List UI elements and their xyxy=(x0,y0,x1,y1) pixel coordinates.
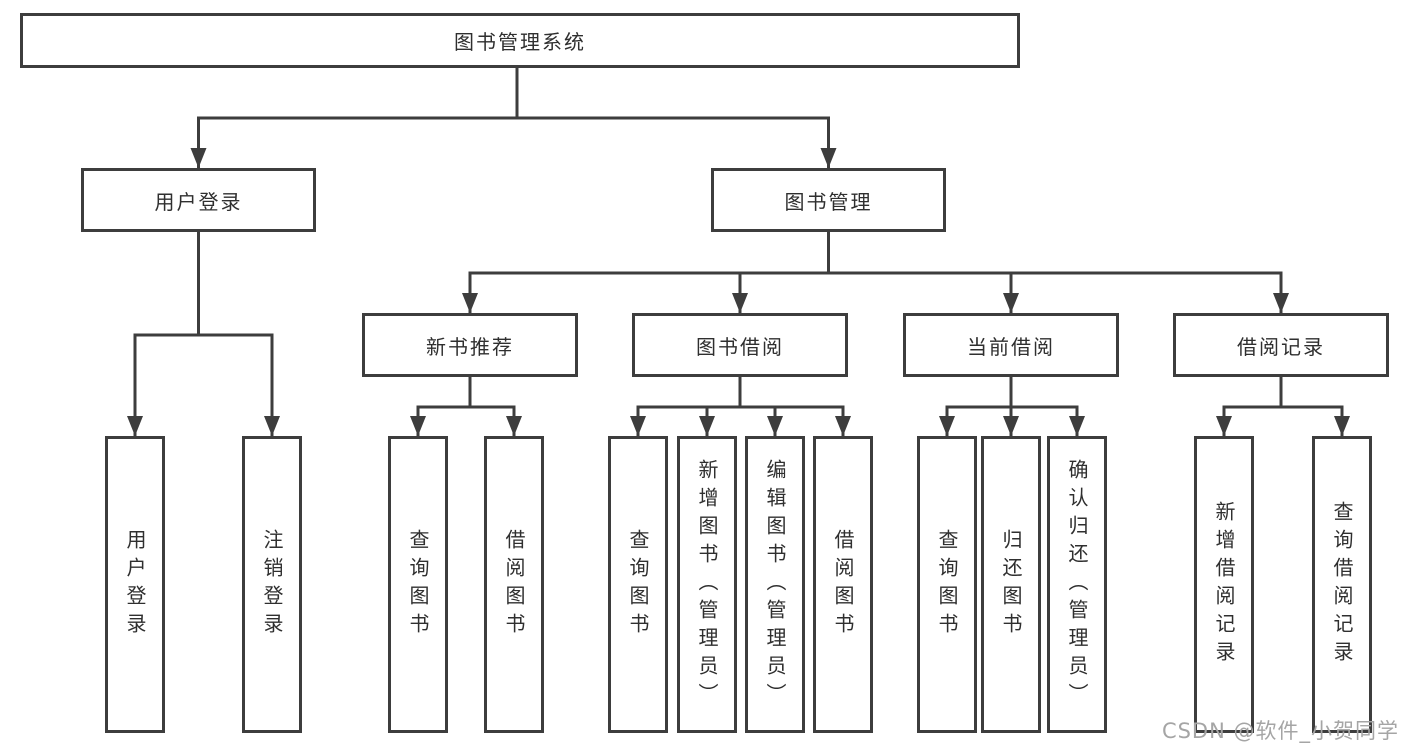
node-book-management: 图书管理 xyxy=(711,168,946,232)
leaf-return-books: 归还图书 xyxy=(981,436,1041,733)
leaf-edit-books-admin-label: 编辑图书（管理员） xyxy=(763,458,787,711)
leaf-query-books-borrowing: 查询图书 xyxy=(608,436,668,733)
leaf-logout: 注销登录 xyxy=(242,436,302,733)
leaf-borrow-books-borrowing: 借阅图书 xyxy=(813,436,873,733)
leaf-borrow-books-recommend-label: 借阅图书 xyxy=(502,528,526,641)
node-book-borrowing-label: 图书借阅 xyxy=(696,334,784,359)
leaf-borrow-books-recommend: 借阅图书 xyxy=(484,436,544,733)
node-root: 图书管理系统 xyxy=(20,13,1020,68)
node-user-login-branch: 用户登录 xyxy=(81,168,316,232)
leaf-query-borrow-record-label: 查询借阅记录 xyxy=(1330,500,1354,669)
node-borrowing-records-label: 借阅记录 xyxy=(1237,334,1325,359)
node-current-borrowing: 当前借阅 xyxy=(903,313,1119,377)
leaf-add-books-admin: 新增图书（管理员） xyxy=(677,436,737,733)
leaf-query-books-recommend-label: 查询图书 xyxy=(406,528,430,641)
rail-records xyxy=(1222,375,1344,409)
leaf-borrow-books-borrowing-label: 借阅图书 xyxy=(831,528,855,641)
rail-root xyxy=(197,66,830,120)
rail-book-mgmt xyxy=(468,230,1283,275)
node-borrowing-records: 借阅记录 xyxy=(1173,313,1389,377)
leaf-add-books-admin-label: 新增图书（管理员） xyxy=(695,458,719,711)
rail-new-rec xyxy=(416,375,516,409)
leaf-edit-books-admin: 编辑图书（管理员） xyxy=(745,436,805,733)
leaf-query-borrow-record: 查询借阅记录 xyxy=(1312,436,1372,733)
leaf-logout-label: 注销登录 xyxy=(260,528,284,641)
node-user-login-label: 用户登录 xyxy=(154,189,243,214)
node-new-book-recommend-label: 新书推荐 xyxy=(426,334,514,359)
leaf-query-books-borrowing-label: 查询图书 xyxy=(626,528,650,641)
leaf-user-login: 用户登录 xyxy=(105,436,165,733)
node-root-label: 图书管理系统 xyxy=(454,30,586,54)
rail-current xyxy=(945,375,1079,409)
leaf-add-borrow-record-label: 新增借阅记录 xyxy=(1212,500,1236,669)
watermark: CSDN @软件_小贺同学 xyxy=(1161,719,1399,743)
leaf-add-borrow-record: 新增借阅记录 xyxy=(1194,436,1254,733)
node-new-book-recommend: 新书推荐 xyxy=(362,313,578,377)
rail-user-login xyxy=(133,230,274,337)
leaf-query-books-current: 查询图书 xyxy=(917,436,977,733)
rail-borrowing xyxy=(636,375,845,409)
leaf-return-books-label: 归还图书 xyxy=(999,528,1023,641)
leaf-query-books-current-label: 查询图书 xyxy=(935,528,959,641)
node-current-borrowing-label: 当前借阅 xyxy=(967,334,1055,359)
node-book-management-label: 图书管理 xyxy=(784,189,873,214)
leaf-confirm-return-admin: 确认归还（管理员） xyxy=(1047,436,1107,733)
node-book-borrowing: 图书借阅 xyxy=(632,313,848,377)
leaf-confirm-return-admin-label: 确认归还（管理员） xyxy=(1065,458,1089,711)
leaf-query-books-recommend: 查询图书 xyxy=(388,436,448,733)
leaf-user-login-label: 用户登录 xyxy=(123,528,147,641)
